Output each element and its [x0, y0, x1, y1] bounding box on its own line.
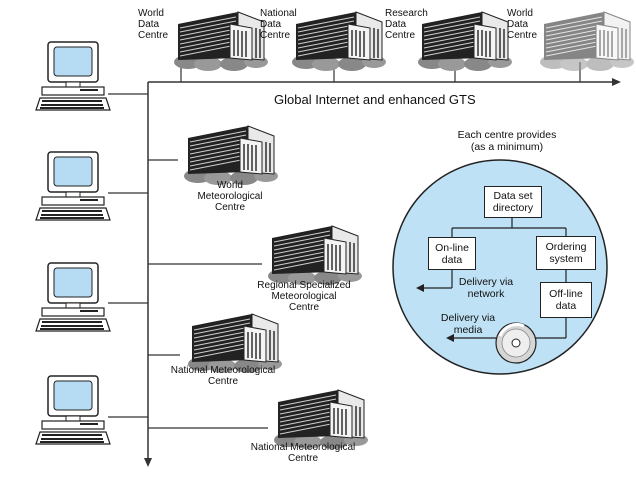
heading-line: Each centre provides — [457, 129, 557, 141]
label-line: Delivery via — [440, 312, 496, 324]
label-line: World — [217, 180, 243, 191]
trunk-arrowhead — [144, 458, 152, 467]
label-line: Centre — [260, 30, 291, 41]
network-arrowhead — [416, 284, 424, 292]
label-line: Data — [507, 19, 529, 30]
offline-data-box: Off-line data — [540, 282, 592, 318]
label-line: Data — [260, 19, 282, 30]
label-line: Centre — [214, 202, 246, 213]
data-centre-building-3 — [417, 11, 513, 72]
label-line: Meteorological — [271, 291, 337, 302]
label-line: Centre — [385, 30, 416, 41]
label-line: World — [138, 8, 164, 19]
media-arrowhead — [446, 334, 454, 342]
met-centre-label-3: National Meteorological Centre — [171, 365, 276, 387]
centre-detail-circle — [392, 159, 608, 375]
label-line: Data — [385, 19, 407, 30]
label-line: network — [467, 288, 505, 300]
delivery-network-label: Delivery via network — [459, 276, 513, 300]
label-line: Centre — [207, 376, 239, 387]
cd-disc-icon — [495, 322, 537, 364]
met-centre-label-1: World Meteorological Centre — [197, 180, 262, 213]
label-line: National Meteorological — [170, 365, 276, 376]
label-line: Meteorological — [197, 191, 263, 202]
met-centre-label-2: Regional Specialized Meteorological Cent… — [257, 280, 350, 313]
workstation-2 — [35, 151, 111, 221]
label-line: World — [507, 8, 533, 19]
data-centre-building-1 — [173, 11, 269, 72]
workstation-4 — [35, 375, 111, 445]
met-centre-building-2 — [267, 225, 363, 286]
data-centre-label-1: World Data Centre — [138, 8, 168, 41]
workstation-3 — [35, 262, 111, 332]
label-line: Centre — [288, 302, 319, 313]
data-centre-building-4 — [539, 11, 635, 72]
data-centre-label-3: Research Data Centre — [385, 8, 428, 41]
label-line: Research — [385, 8, 428, 19]
data-centre-label-4: World Data Centre — [507, 8, 537, 41]
online-data-box: On-line data — [428, 237, 476, 270]
label-line: National — [260, 8, 297, 19]
met-centre-label-4: National Meteorological Centre — [251, 442, 356, 464]
backbone-label: Global Internet and enhanced GTS — [274, 92, 476, 107]
data-centre-building-2 — [291, 11, 387, 72]
label-line: Centre — [287, 453, 319, 464]
label-line: National Meteorological — [250, 442, 356, 453]
met-centre-building-4 — [273, 389, 369, 450]
label-line: Centre — [507, 30, 538, 41]
label-line: Delivery via — [458, 276, 514, 288]
label-line: Data — [138, 19, 160, 30]
computer-links — [108, 93, 148, 418]
met-centre-links — [148, 159, 268, 429]
heading-line: (as a minimum) — [470, 141, 544, 153]
workstation-1 — [35, 41, 111, 111]
data-set-directory-box: Data set directory — [484, 186, 542, 218]
delivery-media-label: Delivery via media — [441, 312, 495, 336]
met-centre-building-1 — [183, 125, 279, 186]
data-centre-label-2: National Data Centre — [260, 8, 297, 41]
label-line: media — [453, 324, 483, 336]
backbone-arrowhead — [612, 78, 621, 86]
label-line: Centre — [138, 30, 169, 41]
label-line: Regional Specialized — [257, 280, 351, 291]
centre-detail-heading: Each centre provides (as a minimum) — [458, 129, 557, 153]
ordering-system-box: Ordering system — [536, 236, 596, 270]
